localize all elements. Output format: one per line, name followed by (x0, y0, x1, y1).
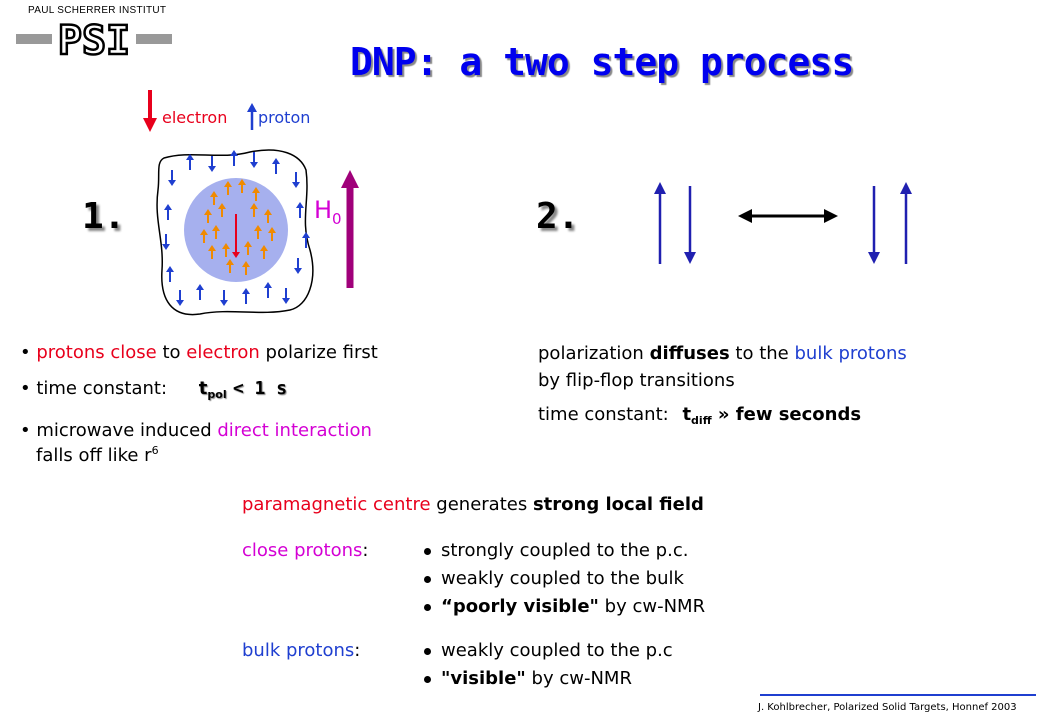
inner-proton-arrow-icon (260, 245, 268, 259)
inner-proton-arrow-icon (242, 261, 250, 275)
inner-proton-arrow-icon (238, 179, 246, 193)
inner-proton-arrow-icon (210, 191, 218, 205)
step2-note-2: by flip-flop transitions (538, 370, 735, 391)
bulk-item-2: "visible" by cw-NMR (424, 668, 632, 689)
inner-proton-arrow-icon (224, 181, 232, 195)
proton-legend-arrow-icon (247, 103, 257, 130)
outer-proton-arrow-icon (294, 258, 302, 274)
bulk-protons-label: bulk protons: (242, 640, 361, 661)
outer-proton-arrow-icon (208, 156, 216, 172)
outer-proton-arrow-icon (250, 152, 258, 168)
outer-proton-arrow-icon (292, 172, 300, 188)
inner-proton-arrow-icon (222, 243, 230, 257)
inner-proton-arrow-icon (252, 187, 260, 201)
inner-proton-arrow-icon (254, 225, 262, 239)
double-arrow-icon (738, 209, 838, 223)
legend-electron-label: electron (162, 108, 228, 127)
logo-letters: PSI (58, 18, 130, 60)
outer-proton-arrow-icon (176, 290, 184, 306)
legend-proton-label: proton (258, 108, 311, 127)
outer-proton-arrow-icon (302, 232, 310, 248)
inner-proton-arrow-icon (250, 203, 258, 217)
outer-proton-arrow-icon (282, 288, 290, 304)
page-title: DNP: a two step process (350, 40, 854, 84)
step1-note-3: • microwave induced direct interaction (20, 420, 372, 441)
inner-proton-arrow-icon (208, 245, 216, 259)
institute-name: PAUL SCHERRER INSTITUT (28, 5, 167, 16)
summary-headline: paramagnetic centre generates strong loc… (242, 494, 704, 515)
step1-note-4: falls off like r6 (36, 444, 159, 466)
electron-legend-arrow-icon (143, 90, 157, 132)
close-item-1: strongly coupled to the p.c. (424, 540, 688, 561)
inner-proton-arrow-icon (268, 227, 276, 241)
footer-rule (760, 694, 1036, 696)
inner-proton-arrow-icon (226, 259, 234, 273)
spin-pair-right (868, 182, 912, 264)
outer-proton-arrow-icon (230, 150, 238, 166)
outer-proton-arrow-icon (162, 234, 170, 250)
psi-logo: PSI (16, 18, 172, 60)
outer-proton-arrow-icon (196, 284, 204, 300)
outer-proton-arrow-icon (164, 204, 172, 220)
electron-arrow-icon (232, 214, 240, 258)
inner-proton-arrow-icon (204, 209, 212, 223)
field-h0-label: H0 (314, 196, 342, 228)
step2-note-3: time constant: tdiff » few seconds (538, 404, 862, 427)
close-item-2: weakly coupled to the bulk (424, 568, 684, 589)
outer-proton-arrow-icon (186, 154, 194, 170)
close-protons-label: close protons: (242, 540, 369, 561)
outer-proton-arrow-icon (166, 266, 174, 282)
polarization-blob-diagram (156, 149, 314, 316)
outer-proton-arrow-icon (220, 290, 228, 306)
inner-proton-arrow-icon (212, 225, 220, 239)
step2-note-1: polarization diffuses to the bulk proton… (538, 343, 907, 364)
inner-proton-arrow-icon (244, 241, 252, 255)
step-1-label: 1. (82, 196, 126, 237)
flip-flop-diagram (654, 182, 912, 264)
inner-proton-arrow-icon (218, 203, 226, 217)
field-h0-arrow-icon (341, 170, 359, 288)
footer-credit: J. Kohlbrecher, Polarized Solid Targets,… (758, 702, 1017, 713)
step1-note-2: • time constant: tpol < 1 s (20, 378, 288, 401)
inner-proton-arrow-icon (200, 229, 208, 243)
outer-proton-arrow-icon (296, 202, 304, 218)
step1-note-1: • protons close to electron polarize fir… (20, 342, 378, 363)
inner-proton-arrow-icon (264, 209, 272, 223)
outer-proton-arrow-icon (168, 170, 176, 186)
outer-proton-arrow-icon (272, 158, 280, 174)
outer-proton-arrow-icon (242, 288, 250, 304)
step-2-label: 2. (536, 196, 580, 237)
bulk-item-1: weakly coupled to the p.c (424, 640, 673, 661)
close-item-3: “poorly visible" by cw-NMR (424, 596, 705, 617)
spin-pair-left (654, 182, 696, 264)
outer-proton-arrow-icon (264, 282, 272, 298)
